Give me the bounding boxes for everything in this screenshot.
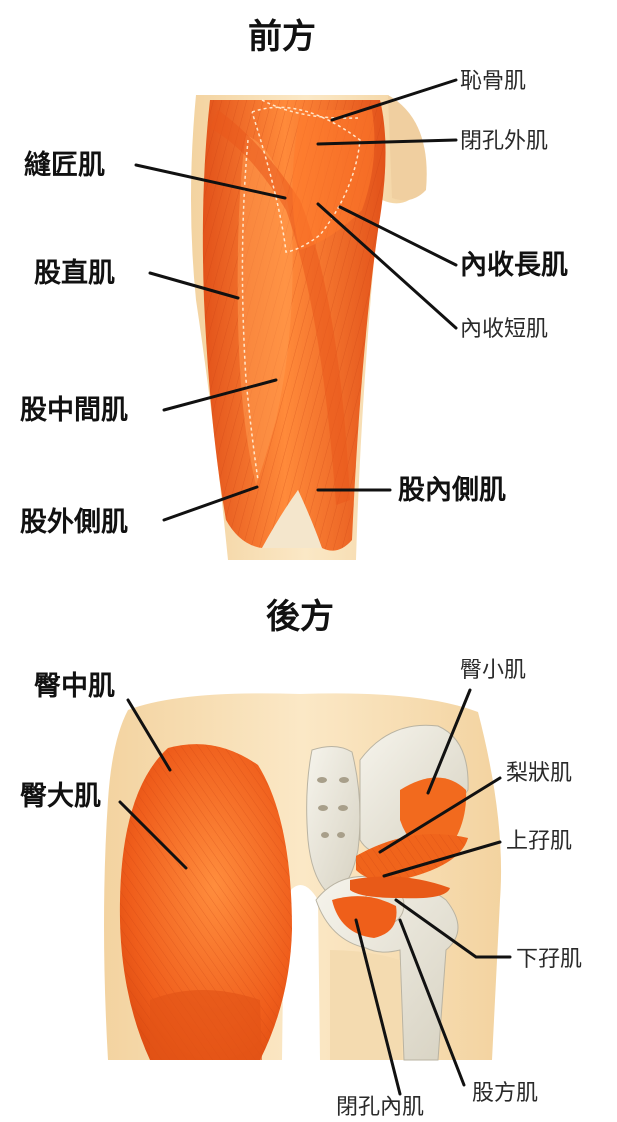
label-gluteus-minimus: 臀小肌 xyxy=(460,658,526,683)
back-right-thigh-muscle xyxy=(330,950,402,1060)
label-obturator-internus: 閉孔內肌 xyxy=(336,1095,424,1120)
label-obturator-externus: 閉孔外肌 xyxy=(460,129,548,154)
label-adductor-longus: 內收長肌 xyxy=(460,250,568,281)
label-quadratus-femoris: 股方肌 xyxy=(472,1081,538,1106)
label-pubic: 恥骨肌 xyxy=(460,69,526,94)
front-title: 前方 xyxy=(248,17,316,57)
back-view: 後方 xyxy=(104,597,501,1060)
label-rectus-femoris: 股直肌 xyxy=(34,258,115,289)
label-inferior-gemellus: 下孖肌 xyxy=(516,947,582,972)
back-left-thigh-muscle xyxy=(150,990,262,1060)
label-superior-gemellus: 上孖肌 xyxy=(506,829,572,854)
label-piriformis: 梨狀肌 xyxy=(506,761,572,786)
label-vastus-lateralis: 股外側肌 xyxy=(20,507,128,538)
label-gluteus-medius: 臀中肌 xyxy=(34,671,115,702)
label-vastus-intermedius: 股中間肌 xyxy=(20,395,128,426)
back-title: 後方 xyxy=(266,597,334,637)
label-sartorius: 縫匠肌 xyxy=(24,150,105,181)
label-adductor-brevis: 內收短肌 xyxy=(460,317,548,342)
front-hip-bulge xyxy=(388,95,427,200)
front-view: 前方 xyxy=(191,17,427,560)
label-gluteus-maximus: 臀大肌 xyxy=(20,781,101,812)
label-vastus-medialis: 股內側肌 xyxy=(398,475,506,506)
